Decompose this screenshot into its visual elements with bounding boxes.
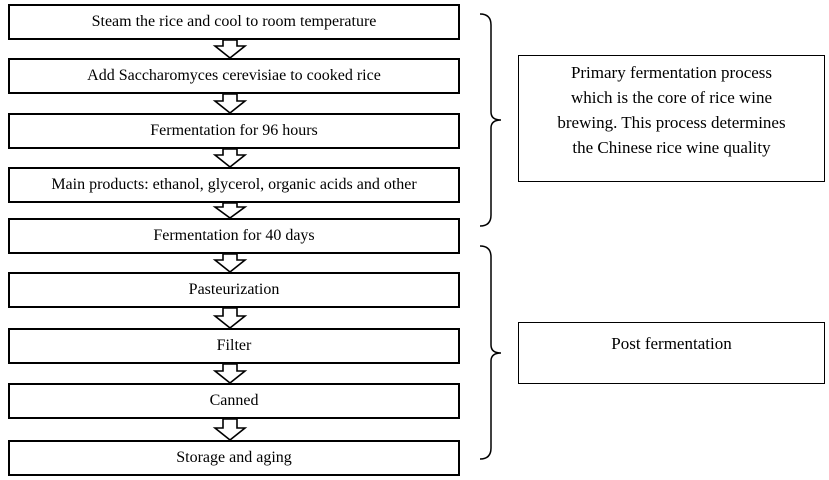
step-fermentation-40d: Fermentation for 40 days bbox=[8, 218, 460, 254]
step-add-yeast: Add Saccharomyces cerevisiae to cooked r… bbox=[8, 58, 460, 94]
primary-fermentation-note: Primary fermentation process which is th… bbox=[518, 55, 825, 182]
step-storage-aging: Storage and aging bbox=[8, 440, 460, 476]
primary-note-line-4: the Chinese rice wine quality bbox=[572, 138, 771, 157]
arrow-down-icon bbox=[212, 202, 248, 219]
arrow-down-icon bbox=[212, 148, 248, 169]
arrow-down-icon bbox=[212, 253, 248, 274]
primary-note-line-2: which is the core of rice wine bbox=[570, 88, 773, 107]
post-fermentation-brace bbox=[479, 245, 502, 460]
arrow-down-icon bbox=[212, 93, 248, 115]
step-filter: Filter bbox=[8, 328, 460, 364]
primary-note-line-3: brewing. This process determines bbox=[557, 113, 786, 132]
step-steam-rice: Steam the rice and cool to room temperat… bbox=[8, 4, 460, 40]
step-fermentation-96h: Fermentation for 96 hours bbox=[8, 113, 460, 149]
arrow-down-icon bbox=[212, 418, 248, 442]
step-pasteurization: Pasteurization bbox=[8, 272, 460, 308]
primary-fermentation-brace bbox=[479, 13, 502, 227]
post-fermentation-note: Post fermentation bbox=[518, 322, 825, 384]
arrow-down-icon bbox=[212, 363, 248, 385]
arrow-down-icon bbox=[212, 39, 248, 60]
arrow-down-icon bbox=[212, 307, 248, 330]
step-canned: Canned bbox=[8, 383, 460, 419]
step-main-products: Main products: ethanol, glycerol, organi… bbox=[8, 167, 460, 203]
post-note-label: Post fermentation bbox=[611, 334, 732, 353]
primary-note-line-1: Primary fermentation process bbox=[570, 63, 773, 82]
